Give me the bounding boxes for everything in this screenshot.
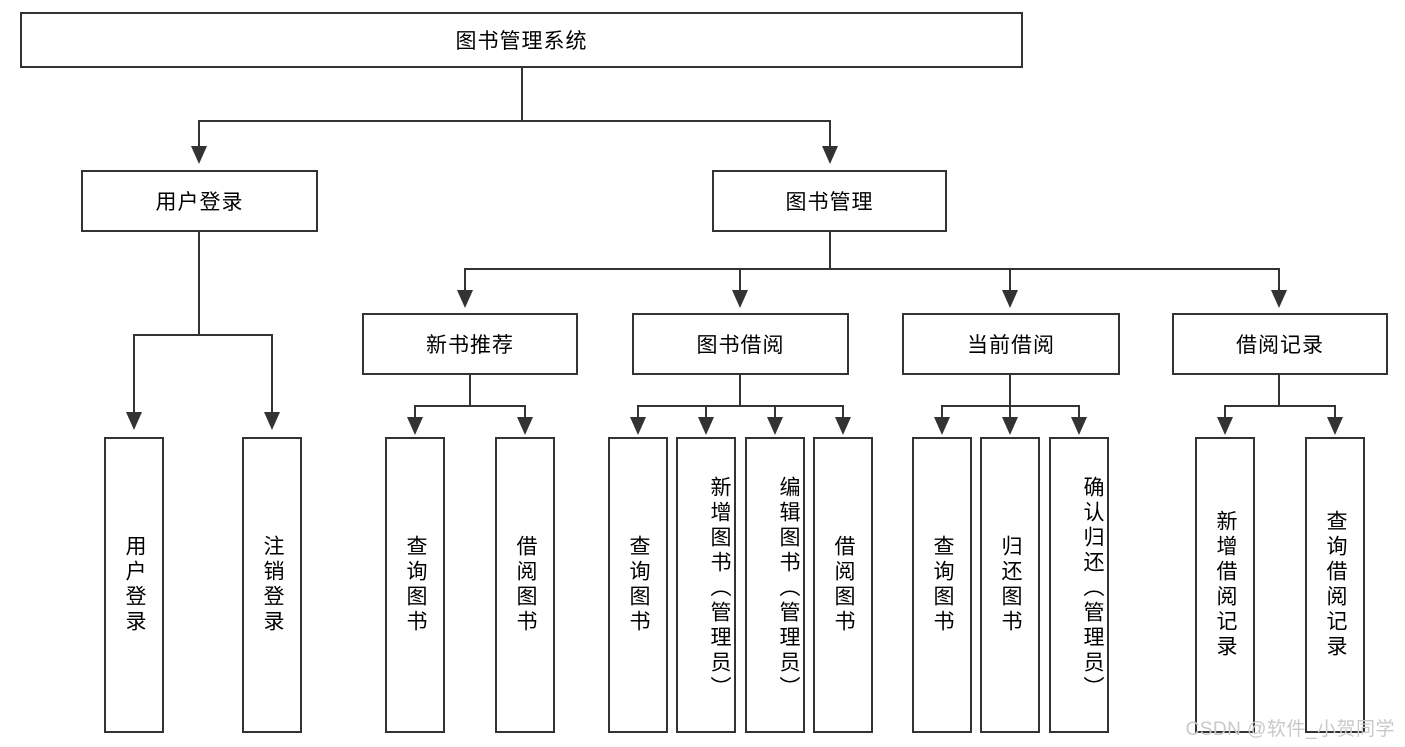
node-label: 新书推荐 <box>426 334 514 357</box>
arrow-to-leaf-query-borrow-record <box>1327 417 1343 435</box>
arrow-to-borrow-record <box>1271 290 1287 308</box>
leaf-label: 归还图书 <box>999 535 1022 635</box>
connector-borrow-record-bar <box>1224 405 1336 407</box>
leaf-label: 新增借阅记录 <box>1214 510 1237 660</box>
connector-borrow-record-drop-1 <box>1224 405 1226 419</box>
leaf-label: 注销登录 <box>261 535 284 635</box>
connector-level2-left-drop <box>198 120 200 148</box>
arrow-to-leaf-return-book <box>1002 417 1018 435</box>
connector-book-borrow-drop-1 <box>637 405 639 419</box>
leaf-query-book-borrow[interactable]: 查询图书 <box>608 437 668 733</box>
arrow-to-leaf-query-book-2 <box>630 417 646 435</box>
connector-borrow-record-drop-2 <box>1334 405 1336 419</box>
leaf-label: 查询图书 <box>931 535 954 635</box>
arrow-to-user-login <box>191 146 207 164</box>
node-current-borrow[interactable]: 当前借阅 <box>902 313 1120 375</box>
leaf-label: 查询图书 <box>627 535 650 635</box>
node-book-borrow[interactable]: 图书借阅 <box>632 313 849 375</box>
arrow-to-leaf-query-book-3 <box>934 417 950 435</box>
node-book-management[interactable]: 图书管理 <box>712 170 947 232</box>
connector-new-book-bar <box>414 405 526 407</box>
leaf-user-login[interactable]: 用户登录 <box>104 437 164 733</box>
leaf-return-book[interactable]: 归还图书 <box>980 437 1040 733</box>
node-label: 借阅记录 <box>1236 334 1324 357</box>
connector-book-borrow-drop-4 <box>842 405 844 419</box>
connector-level3-bar <box>464 268 1280 270</box>
connector-book-borrow-drop-3 <box>774 405 776 419</box>
leaf-label: 编辑图书（管理员） <box>777 475 800 701</box>
connector-new-book-drop-2 <box>524 405 526 419</box>
connector-borrow-record-stem <box>1278 375 1280 407</box>
arrow-to-leaf-query-book-1 <box>407 417 423 435</box>
node-borrow-record[interactable]: 借阅记录 <box>1172 313 1388 375</box>
arrow-to-book-management <box>822 146 838 164</box>
arrow-to-leaf-confirm-return <box>1071 417 1087 435</box>
connector-level2-right-drop <box>829 120 831 148</box>
leaf-label: 借阅图书 <box>832 535 855 635</box>
connector-book-borrow-bar <box>637 405 844 407</box>
connector-user-login-drop-1 <box>133 334 135 414</box>
arrow-to-leaf-borrow-book-2 <box>835 417 851 435</box>
connector-user-login-stem <box>198 232 200 336</box>
leaf-query-book-current[interactable]: 查询图书 <box>912 437 972 733</box>
arrow-to-leaf-user-login <box>126 412 142 430</box>
leaf-label: 查询图书 <box>404 535 427 635</box>
arrow-to-book-borrow <box>732 290 748 308</box>
connector-level2-bar <box>198 120 831 122</box>
connector-book-borrow-drop-2 <box>705 405 707 419</box>
arrow-to-leaf-logout <box>264 412 280 430</box>
leaf-edit-book-admin[interactable]: 编辑图书（管理员） <box>745 437 805 733</box>
connector-user-login-drop-2 <box>271 334 273 414</box>
leaf-borrow-book[interactable]: 借阅图书 <box>813 437 873 733</box>
node-user-login[interactable]: 用户登录 <box>81 170 318 232</box>
node-label: 当前借阅 <box>967 334 1055 357</box>
node-new-book-recommend[interactable]: 新书推荐 <box>362 313 578 375</box>
connector-current-borrow-drop-2 <box>1009 405 1011 419</box>
node-label: 用户登录 <box>155 191 244 214</box>
node-root-book-management-system[interactable]: 图书管理系统 <box>20 12 1023 68</box>
leaf-label: 新增图书（管理员） <box>708 475 731 701</box>
leaf-borrow-book-new-recommend[interactable]: 借阅图书 <box>495 437 555 733</box>
arrow-to-leaf-edit-book <box>767 417 783 435</box>
node-label: 图书借阅 <box>696 334 785 357</box>
connector-current-borrow-drop-1 <box>941 405 943 419</box>
connector-book-borrow-stem <box>739 375 741 407</box>
connector-level3-drop-3 <box>1009 268 1011 292</box>
leaf-label: 用户登录 <box>123 535 146 635</box>
arrow-to-new-book-recommend <box>457 290 473 308</box>
arrow-to-leaf-add-borrow-record <box>1217 417 1233 435</box>
leaf-add-book-admin[interactable]: 新增图书（管理员） <box>676 437 736 733</box>
connector-new-book-stem <box>469 375 471 407</box>
leaf-label: 借阅图书 <box>514 535 537 635</box>
arrow-to-current-borrow <box>1002 290 1018 308</box>
leaf-label: 确认归还（管理员） <box>1081 475 1104 701</box>
connector-current-borrow-drop-3 <box>1078 405 1080 419</box>
node-label: 图书管理系统 <box>455 30 588 53</box>
node-label: 图书管理 <box>785 191 874 214</box>
connector-book-management-stem <box>829 232 831 270</box>
leaf-confirm-return-admin[interactable]: 确认归还（管理员） <box>1049 437 1109 733</box>
connector-level3-drop-2 <box>739 268 741 292</box>
connector-current-borrow-stem <box>1009 375 1011 407</box>
connector-level3-drop-4 <box>1278 268 1280 292</box>
arrow-to-leaf-borrow-book-1 <box>517 417 533 435</box>
leaf-query-book-new-recommend[interactable]: 查询图书 <box>385 437 445 733</box>
connector-new-book-drop-1 <box>414 405 416 419</box>
connector-user-login-bar <box>133 334 273 336</box>
leaf-query-borrow-record[interactable]: 查询借阅记录 <box>1305 437 1365 733</box>
leaf-label: 查询借阅记录 <box>1324 510 1347 660</box>
leaf-logout[interactable]: 注销登录 <box>242 437 302 733</box>
arrow-to-leaf-add-book <box>698 417 714 435</box>
connector-level3-drop-1 <box>464 268 466 292</box>
leaf-add-borrow-record[interactable]: 新增借阅记录 <box>1195 437 1255 733</box>
connector-root-stem <box>521 68 523 122</box>
